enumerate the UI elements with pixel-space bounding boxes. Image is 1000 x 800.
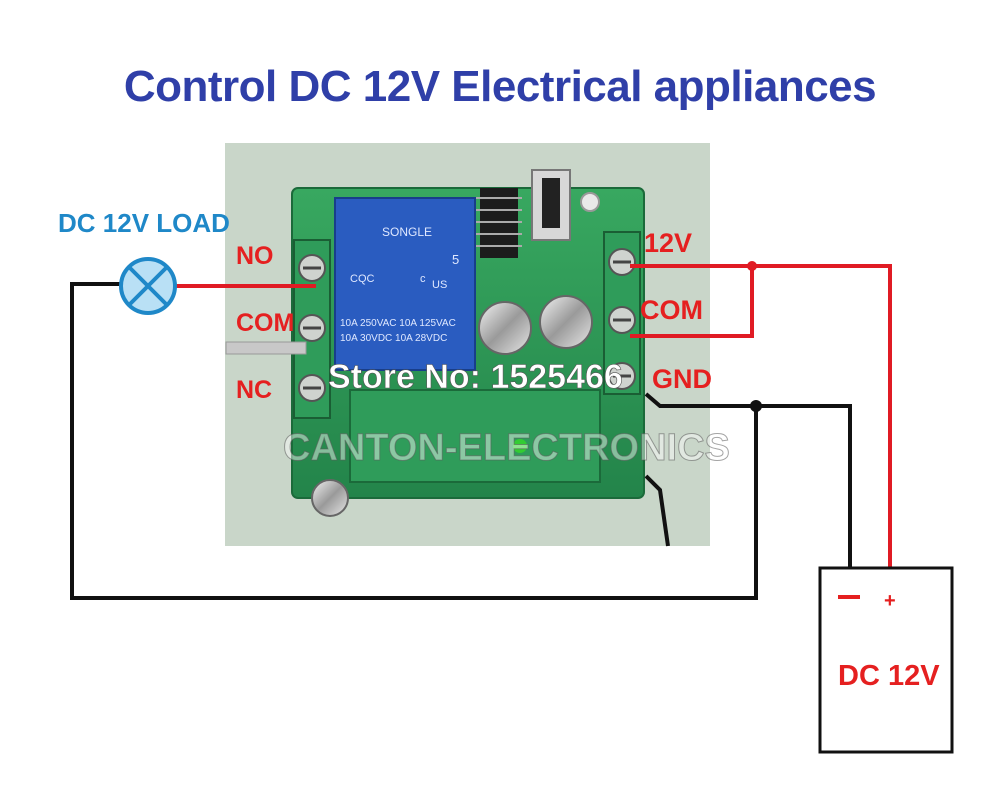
black-junction [750, 400, 762, 412]
right-terminal-block [603, 231, 641, 395]
red-wires [175, 264, 892, 568]
relay: SONGLE CQC c US 5 10A 250VAC 10A 125VAC … [334, 197, 476, 371]
red-junction [747, 261, 757, 271]
terminal-label-nc: NC [236, 376, 273, 404]
terminal-label-com-right: COM [640, 295, 703, 325]
relay-board: SONGLE CQC c US 5 10A 250VAC 10A 125VAC … [291, 169, 645, 517]
load-label: DC 12V LOAD [58, 208, 230, 238]
watermark-store: Store No: 1525466 [328, 358, 623, 396]
capacitor-3 [311, 479, 349, 517]
learn-button [531, 169, 571, 241]
status-led [513, 439, 527, 453]
led [580, 192, 600, 212]
relay-mark-us: US [432, 279, 447, 291]
relay-mark-5: 5 [452, 252, 459, 267]
left-terminal-block [293, 239, 331, 419]
relay-mark-cqc: CQC [350, 273, 375, 285]
wire-load-to-ground [70, 282, 758, 600]
relay-brand: SONGLE [382, 225, 432, 239]
relay-mark-c: c [420, 273, 426, 285]
com-wire-stub [225, 341, 307, 355]
wire-12v-to-plus [630, 264, 892, 568]
load-lamp-icon [119, 257, 177, 315]
receiver-module [349, 389, 601, 483]
terminal-label-no: NO [236, 242, 274, 270]
antenna-wire [644, 474, 670, 547]
relay-rating-ac: 10A 250VAC 10A 125VAC [340, 318, 456, 329]
plus-label: + [884, 590, 896, 612]
terminal-label-gnd: GND [652, 364, 712, 394]
watermark-company: CANTON-ELECTRONICS [283, 427, 730, 469]
power-supply-label: DC 12V [838, 660, 940, 692]
diagram-title: Control DC 12V Electrical appliances [123, 62, 877, 111]
ic-chip [476, 188, 522, 258]
relay-rating-dc: 10A 30VDC 10A 28VDC [340, 333, 447, 344]
terminal-label-com-left: COM [236, 309, 295, 337]
capacitor-1 [478, 301, 532, 355]
wire-com-to-12v [630, 266, 754, 338]
capacitor-2 [539, 295, 593, 349]
terminal-label-12v: 12V [644, 228, 693, 258]
